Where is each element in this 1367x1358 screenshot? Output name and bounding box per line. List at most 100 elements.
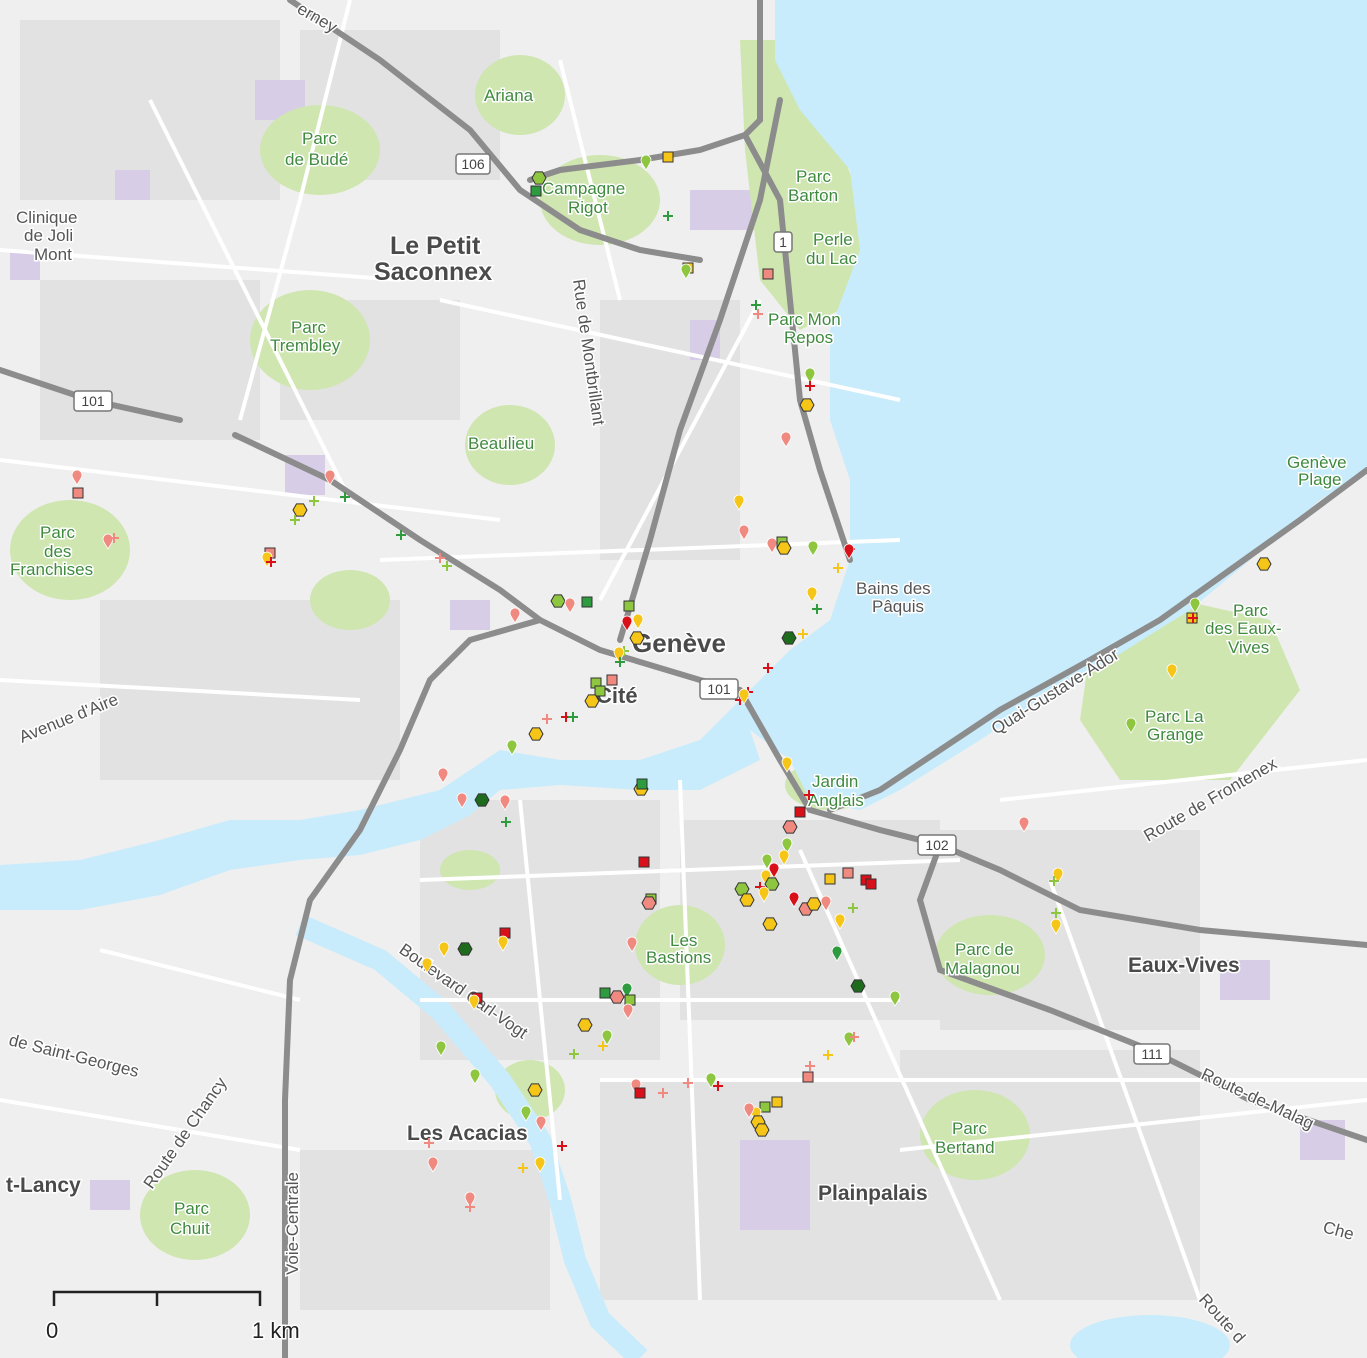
marker-pin-light-green[interactable] xyxy=(804,367,816,384)
marker-pin-yellow[interactable] xyxy=(834,913,846,930)
marker-plus-salmon[interactable] xyxy=(849,1032,859,1042)
marker-pin-salmon[interactable] xyxy=(535,1115,547,1132)
marker-plus-yellow[interactable] xyxy=(798,629,808,639)
marker-sq-red[interactable] xyxy=(638,856,650,868)
marker-plus-yellow[interactable] xyxy=(833,563,843,573)
marker-pin-green[interactable] xyxy=(831,945,843,962)
marker-sq-light-green[interactable] xyxy=(759,1101,771,1113)
marker-pin-yellow[interactable] xyxy=(806,586,818,603)
marker-hex-light-green[interactable] xyxy=(531,171,547,185)
marker-pin-light-green[interactable] xyxy=(506,739,518,756)
marker-pin-salmon[interactable] xyxy=(509,607,521,624)
marker-hex-yellow[interactable] xyxy=(584,694,600,708)
marker-plus-green[interactable] xyxy=(340,492,350,502)
marker-pin-yellow[interactable] xyxy=(421,957,433,974)
marker-pin-yellow[interactable] xyxy=(733,494,745,511)
marker-plus-salmon[interactable] xyxy=(683,1078,693,1088)
marker-pin-green[interactable] xyxy=(621,982,633,999)
marker-pin-light-green[interactable] xyxy=(781,837,793,854)
marker-pin-yellow[interactable] xyxy=(632,613,644,630)
marker-sq-salmon[interactable] xyxy=(72,487,84,499)
marker-sq-red[interactable] xyxy=(865,878,877,890)
marker-sq-green[interactable] xyxy=(530,185,542,197)
marker-pin-light-green[interactable] xyxy=(807,540,819,557)
marker-plus-green[interactable] xyxy=(501,817,511,827)
marker-hex-yellow[interactable] xyxy=(527,1083,543,1097)
marker-pin-yellow[interactable] xyxy=(1050,918,1062,935)
marker-plus-salmon[interactable] xyxy=(109,533,119,543)
marker-sq-salmon[interactable] xyxy=(842,867,854,879)
marker-plus-red[interactable] xyxy=(763,663,773,673)
marker-pin-salmon[interactable] xyxy=(743,1102,755,1119)
marker-plus-green[interactable] xyxy=(615,657,625,667)
marker-sq-salmon[interactable] xyxy=(802,1071,814,1083)
marker-pin-yellow[interactable] xyxy=(778,849,790,866)
marker-sq-salmon[interactable] xyxy=(606,674,618,686)
marker-hex-yellow[interactable] xyxy=(806,897,822,911)
marker-pin-salmon[interactable] xyxy=(626,936,638,953)
marker-pin-salmon[interactable] xyxy=(456,792,468,809)
marker-hex-yellow[interactable] xyxy=(1256,557,1272,571)
marker-hex-yellow[interactable] xyxy=(799,398,815,412)
marker-pin-salmon[interactable] xyxy=(780,431,792,448)
marker-pin-light-green[interactable] xyxy=(889,990,901,1007)
marker-hex-yellow[interactable] xyxy=(754,1123,770,1137)
marker-plus-light-green[interactable] xyxy=(569,1049,579,1059)
marker-plus-green[interactable] xyxy=(751,300,761,310)
marker-sq-light-green[interactable] xyxy=(624,994,636,1006)
marker-pin-light-green[interactable] xyxy=(761,853,773,870)
marker-plus-salmon[interactable] xyxy=(753,309,763,319)
marker-plus-light-green[interactable] xyxy=(1049,876,1059,886)
marker-sq-green[interactable] xyxy=(636,778,648,790)
marker-plus-salmon[interactable] xyxy=(435,553,445,563)
marker-plus-green[interactable] xyxy=(568,712,578,722)
marker-pin-light-green[interactable] xyxy=(601,1029,613,1046)
marker-pin-salmon[interactable] xyxy=(820,895,832,912)
marker-sq-salmon[interactable] xyxy=(762,268,774,280)
marker-plus-salmon[interactable] xyxy=(658,1088,668,1098)
marker-pin-salmon[interactable] xyxy=(564,597,576,614)
marker-pin-salmon[interactable] xyxy=(499,794,511,811)
marker-plus-yellow[interactable] xyxy=(598,1041,608,1051)
marker-pin-yellow[interactable] xyxy=(738,688,750,705)
marker-plus-red[interactable] xyxy=(266,557,276,567)
marker-pin-light-green[interactable] xyxy=(1189,597,1201,614)
marker-sq-light-green[interactable] xyxy=(594,685,606,697)
marker-hex-yellow[interactable] xyxy=(739,893,755,907)
marker-plus-red[interactable] xyxy=(805,381,815,391)
marker-pin-red[interactable] xyxy=(621,615,633,632)
marker-pin-salmon[interactable] xyxy=(464,1191,476,1208)
marker-sq-red[interactable] xyxy=(794,806,806,818)
marker-pin-light-green[interactable] xyxy=(705,1072,717,1089)
marker-plus-light-green[interactable] xyxy=(442,561,452,571)
marker-sq-light-green[interactable] xyxy=(623,600,635,612)
marker-plus-red[interactable] xyxy=(804,790,814,800)
marker-hex-salmon[interactable] xyxy=(641,896,657,910)
marker-hex-yellow[interactable] xyxy=(762,917,778,931)
marker-sq-yellow[interactable] xyxy=(771,1096,783,1108)
marker-pin-salmon[interactable] xyxy=(437,767,449,784)
marker-pin-salmon[interactable] xyxy=(427,1156,439,1173)
marker-plus-light-green[interactable] xyxy=(290,515,300,525)
marker-sq-yellow[interactable] xyxy=(824,873,836,885)
marker-hex-yellow[interactable] xyxy=(292,503,308,517)
marker-plus-light-green[interactable] xyxy=(1051,908,1061,918)
marker-plus-red[interactable] xyxy=(1188,613,1198,623)
marker-hex-light-green[interactable] xyxy=(764,877,780,891)
marker-pin-salmon[interactable] xyxy=(324,469,336,486)
marker-pin-salmon[interactable] xyxy=(766,537,778,554)
marker-pin-light-green[interactable] xyxy=(520,1105,532,1122)
marker-hex-dark-green[interactable] xyxy=(457,942,473,956)
marker-plus-salmon[interactable] xyxy=(424,1138,434,1148)
marker-plus-yellow[interactable] xyxy=(518,1163,528,1173)
marker-hex-light-green[interactable] xyxy=(550,594,566,608)
marker-pin-light-green[interactable] xyxy=(1125,717,1137,734)
marker-sq-red[interactable] xyxy=(634,1087,646,1099)
marker-hex-dark-green[interactable] xyxy=(781,631,797,645)
marker-plus-salmon[interactable] xyxy=(805,1061,815,1071)
marker-pin-yellow[interactable] xyxy=(438,941,450,958)
marker-hex-dark-green[interactable] xyxy=(474,793,490,807)
data-markers[interactable] xyxy=(71,151,1272,1212)
marker-hex-yellow[interactable] xyxy=(528,727,544,741)
marker-pin-salmon[interactable] xyxy=(1018,816,1030,833)
